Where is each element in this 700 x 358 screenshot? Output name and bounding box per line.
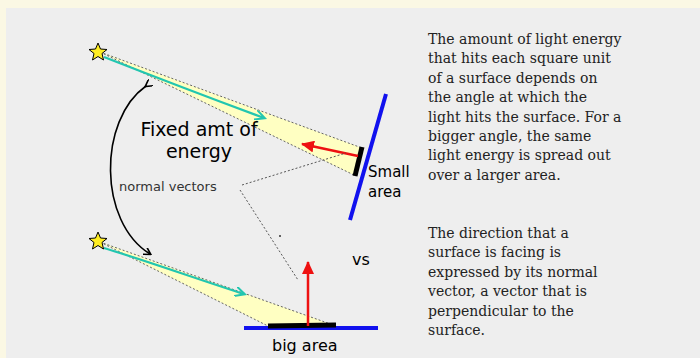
handwritten-note: Fixed amt of energy: [138, 118, 260, 162]
handwritten-note: vs: [352, 250, 382, 270]
handwritten-note: big area: [272, 336, 362, 356]
callout-label: normal vectors: [119, 179, 249, 195]
handwritten-note: Small area: [368, 162, 428, 202]
explanation-text: The direction that a surface is facing i…: [428, 224, 624, 340]
explanation-text: The amount of light energy that hits eac…: [428, 30, 624, 185]
